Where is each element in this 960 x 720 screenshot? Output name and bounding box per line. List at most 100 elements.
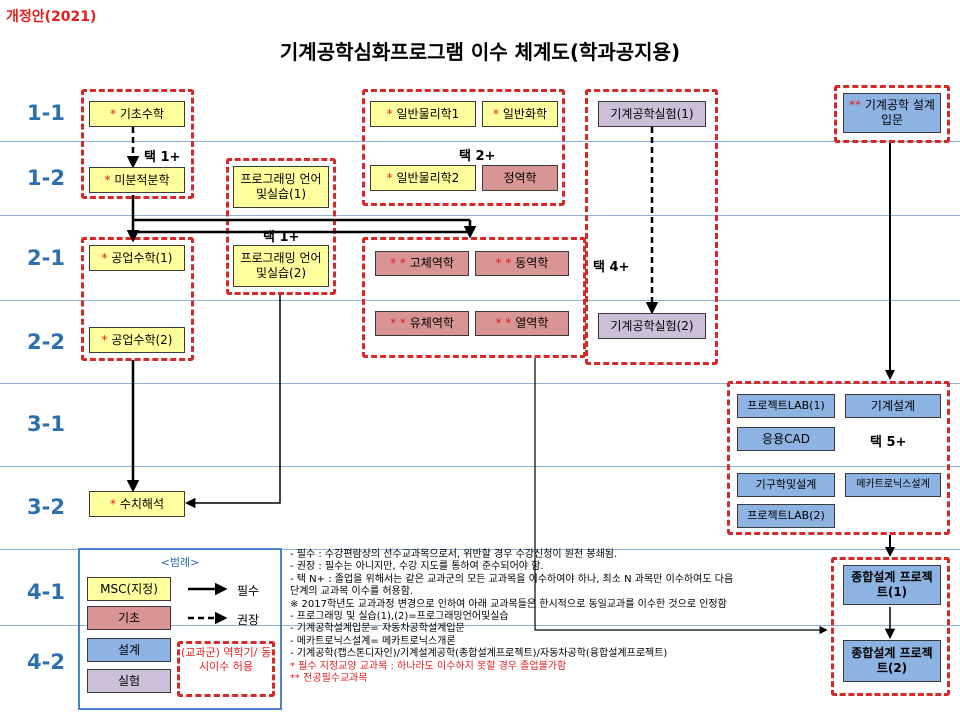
required-mark: * * — [495, 316, 512, 330]
course-eng-math2: * 공업수학(2) — [89, 327, 185, 353]
course-name: 수치해석 — [119, 496, 164, 511]
required-mark: * — [493, 106, 499, 121]
required-mark: * * — [495, 256, 512, 270]
required-mark: * — [386, 106, 393, 121]
course-name: 열역학 — [515, 316, 549, 330]
legend-title: <범례> — [160, 556, 200, 569]
course-statics: 정역학 — [482, 165, 558, 191]
course-name: 공업수학(2) — [111, 332, 173, 347]
legend-recommended-label: 권장 — [237, 613, 260, 627]
semester-label-4-1: 4-1 — [27, 580, 65, 604]
semester-label-1-1: 1-1 — [27, 101, 65, 125]
legend-panel: <범례> — [78, 548, 282, 710]
note-line: - 택 N+ : 졸업을 위해서는 같은 교과군의 모든 교과목을 이수하여야 … — [290, 573, 734, 585]
course-mech-lab2: 기계공학실험(2) — [598, 313, 706, 339]
note-line: ※ 2017학년도 교과과정 변경으로 인하여 아래 교과목들은 한시적으로 동… — [290, 598, 727, 610]
legend-group-label: (교과군) 역학기/ 동시이수 허용 — [180, 646, 272, 673]
required-mark: * * — [390, 256, 406, 270]
course-name: 일반화학 — [502, 106, 547, 121]
note-line: 단계의 교과목 이수를 허용함. — [290, 586, 414, 598]
course-mechanism-design: 기구학및설계 — [737, 473, 835, 497]
semester-label-3-2: 3-2 — [27, 495, 65, 519]
course-project-lab2: 프로젝트LAB(2) — [737, 504, 835, 528]
course-capstone1: 종합설계 프로젝트(1) — [843, 565, 941, 605]
course-mechatronics-design: 메카트로닉스설계 — [845, 473, 941, 497]
course-diff-calc: * 미분적분학 — [89, 167, 185, 193]
course-mech-lab1: 기계공학실험(1) — [598, 101, 706, 127]
note-line: - 프로그래밍 및 실습(1),(2)=프로그래밍언어및실습 — [290, 611, 509, 623]
course-name: 기계공학 설계입문 — [864, 98, 935, 127]
notes-block: - 필수 : 수강편람상의 선수교과목으로서, 위반할 경우 수강신청이 원천 … — [290, 549, 830, 685]
note-line: - 기계공학(캡스톤디자인)/기계설계공학(종합설계프로젝트)/자동차공학(융합… — [290, 648, 668, 660]
course-eng-math1: * 공업수학(1) — [89, 245, 185, 271]
course-project-lab1: 프로젝트LAB(1) — [737, 394, 835, 418]
course-name: 일반물리학1 — [396, 106, 460, 121]
semester-label-2-2: 2-2 — [27, 330, 65, 354]
group-programming — [226, 158, 336, 295]
group-mechanics — [362, 237, 586, 358]
course-physics1: * 일반물리학1 — [370, 101, 476, 127]
legend-msc-swatch: MSC(지정) — [87, 577, 171, 601]
note-line: - 권장 : 필수는 아니지만, 수강 지도를 통하여 준수되어야 함. — [290, 561, 544, 573]
course-prog1: 프로그래밍 언어및실습(1) — [233, 166, 329, 208]
required-mark: ** — [849, 98, 862, 112]
note-line: - 필수 : 수강편람상의 선수교과목으로서, 위반할 경우 수강신청이 원천 … — [290, 549, 618, 560]
choice-mechanics: 택 4+ — [593, 260, 630, 275]
group-capstone — [831, 557, 950, 696]
arrow-prog2-to-numerical — [184, 295, 281, 509]
choice-math: 택 1+ — [144, 150, 181, 165]
course-dynamics: * * 동역학 — [475, 251, 569, 276]
choice-design: 택 5+ — [870, 435, 907, 450]
required-mark: * — [110, 106, 116, 121]
course-solid-mech: * * 고체역학 — [375, 251, 469, 276]
course-name: 공업수학(1) — [111, 250, 173, 265]
required-mark: * — [101, 332, 108, 347]
required-mark: * — [101, 250, 108, 265]
course-name: 기초수학 — [119, 106, 164, 121]
course-name: 미분적분학 — [114, 172, 170, 187]
semester-divider — [0, 625, 960, 626]
semester-divider — [0, 215, 960, 216]
semester-divider — [0, 466, 960, 467]
course-chemistry: * 일반화학 — [482, 101, 558, 127]
required-mark: * — [104, 172, 111, 187]
course-machine-design: 기계설계 — [845, 394, 941, 418]
course-calc-basic: * 기초수학 — [89, 101, 185, 127]
course-capstone2: 종합설계 프로젝트(2) — [843, 640, 941, 682]
required-mark: * — [386, 170, 393, 185]
legend-basic-swatch: 기초 — [87, 606, 171, 630]
course-thermo: * * 열역학 — [475, 311, 569, 336]
revision-tag: 개정안(2021) — [6, 9, 97, 25]
semester-divider — [0, 549, 960, 550]
note-line-required: * 필수 지정교양 교과목 : 하나라도 이수하지 못할 경우 졸업불가함 — [290, 660, 567, 672]
course-name: 유체역학 — [409, 316, 454, 330]
course-intro-design: ** 기계공학 설계입문 — [843, 93, 941, 133]
semester-divider — [0, 383, 960, 384]
semester-divider — [0, 141, 960, 142]
course-name: 고체역학 — [409, 256, 454, 270]
required-mark: * — [110, 496, 116, 511]
semester-label-1-2: 1-2 — [27, 166, 65, 190]
semester-label-2-1: 2-1 — [27, 246, 65, 270]
course-name: 일반물리학2 — [396, 170, 460, 185]
note-line: - 메카트로닉스설계= 메카트로닉스개론 — [290, 635, 456, 647]
semester-label-3-1: 3-1 — [27, 412, 65, 436]
note-line-major-required: ** 전공필수교과목 — [290, 673, 368, 685]
legend-required-label: 필수 — [237, 584, 260, 598]
note-line: - 기계공학설계입문= 자동차공학설계입문 — [290, 623, 465, 635]
semester-divider — [0, 300, 960, 301]
legend-lab-swatch: 실험 — [87, 669, 171, 693]
course-numerical: * 수치해석 — [89, 491, 185, 517]
course-physics2: * 일반물리학2 — [370, 165, 476, 191]
choice-science: 택 2+ — [459, 149, 496, 164]
semester-label-4-2: 4-2 — [27, 650, 65, 674]
legend-group-swatch — [177, 641, 275, 697]
legend-design-swatch: 설계 — [87, 638, 171, 662]
choice-programming: 택 1+ — [263, 230, 300, 245]
group-science — [362, 89, 565, 206]
course-fluid-mech: * * 유체역학 — [375, 311, 469, 336]
group-math-basic — [81, 89, 194, 199]
diagram-title: 기계공학심화프로그램 이수 체계도(학과공지용) — [279, 40, 681, 64]
course-applied-cad: 응용CAD — [737, 427, 835, 451]
group-intro-design — [834, 85, 950, 143]
